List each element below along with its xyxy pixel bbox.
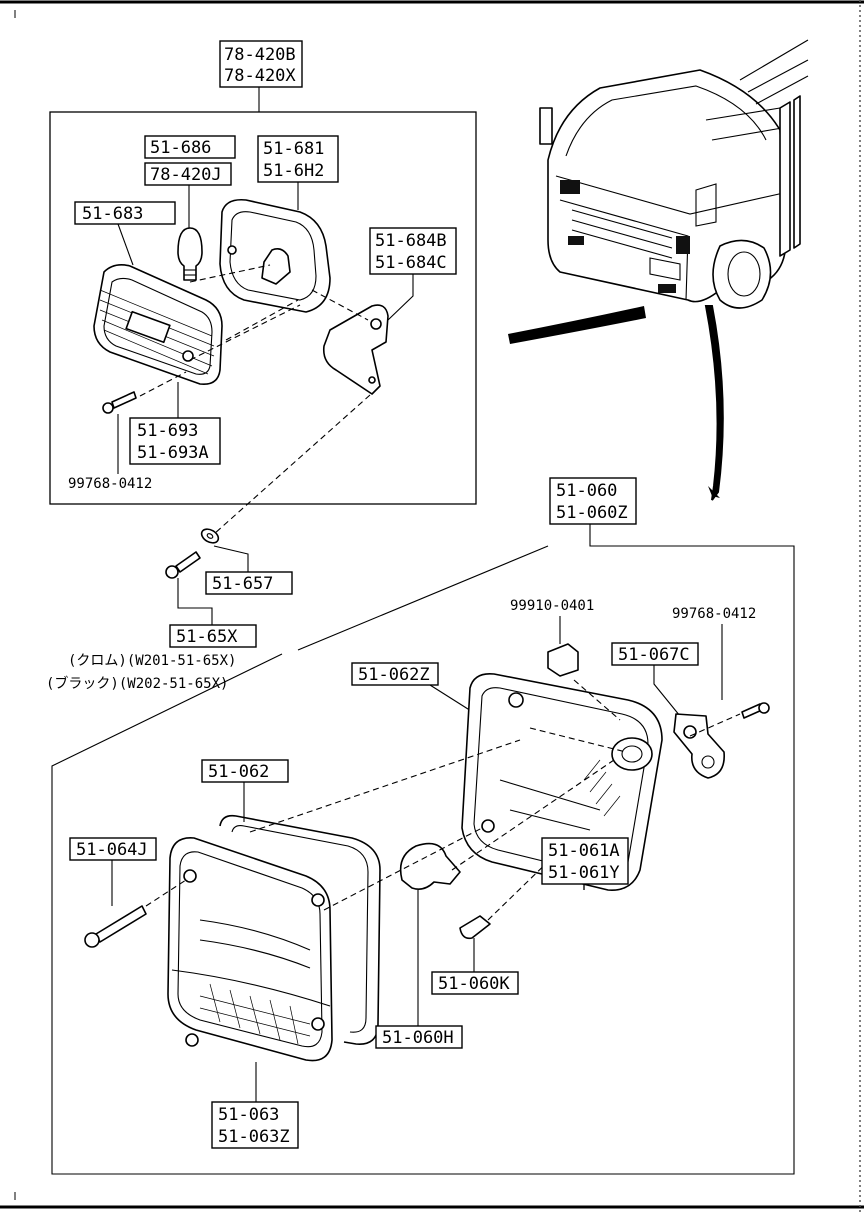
lower-screw-code: 99768-0412 [672,606,756,622]
lens-screw-code: 51-064J [76,840,148,860]
upper-screw-label: 99768-0412 [68,414,152,492]
small-bulb-label: 51-060K [431,938,519,995]
truck-illustration [508,39,809,501]
upper-assembly-frame [49,85,477,505]
lower-bracket-icon [673,713,725,779]
housing-label: 51-681 51-6H2 [257,135,339,183]
lower-lens-label: 51-063 51-063Z [211,1062,299,1149]
upper-lamp-housing [219,198,331,313]
bracket-code-2: 51-684C [375,253,447,273]
lower-clip-code: 99910-0401 [510,598,594,614]
lower-assembly-code-2: 51-060Z [556,503,628,523]
bulb-code: 51-686 [150,138,211,158]
lower-lamp-lens [167,837,333,1062]
upper-lamp-lens [93,264,223,386]
lower-bulb-label: 51-060H [375,890,463,1049]
screw-set-label: 51-65X [169,624,257,648]
lower-bracket-label: 51-067C [611,642,699,666]
upper-assembly-code-1: 78-420B [224,45,296,65]
lower-bracket-code: 51-067C [618,645,690,665]
lens-code: 51-683 [82,204,143,224]
gasket-label: 51-693 51-693A [129,382,221,465]
lower-assembly-frame [51,524,795,1175]
bulb-kit-code: 78-420J [150,165,222,185]
gasket-code-2: 51-693A [137,443,209,463]
lower-assembly-code-1: 51-060 [556,481,617,501]
grommet-code: 51-062Z [358,665,430,685]
screw-set-code: 51-65X [176,627,238,647]
lower-clip-icon [547,643,579,677]
upper-bracket [322,304,389,395]
upper-screw-code: 99768-0412 [68,476,152,492]
upper-guide-lines [139,264,371,535]
washer-code: 51-657 [212,574,273,594]
lens-screw-icon [84,905,147,948]
upper-screw-icon [102,391,137,414]
upper-bulb-icon [177,227,203,281]
lower-assembly-label: 51-060 51-060Z [549,477,637,525]
housing-code-2: 51-6H2 [263,161,324,181]
lower-gasket-code: 51-062 [208,762,269,782]
lens-screw-label: 51-064J [69,837,157,861]
lower-lens-code-2: 51-063Z [218,1127,290,1147]
lower-lens-code-1: 51-063 [218,1105,279,1125]
lower-housing-code-box-visible: 51-061A 51-061Y [541,837,629,885]
gasket-code-1: 51-693 [137,421,198,441]
bracket-code-1: 51-684B [375,231,447,251]
small-bulb-icon [459,915,491,940]
mount-screw-icon [165,551,201,579]
mount-washer-icon [200,528,220,544]
bulb-kit-label: 78-420J [144,162,232,186]
grommet-label: 51-062Z [351,662,439,686]
lens-label: 51-683 [74,201,176,225]
lower-screw-icon [741,702,770,719]
small-bulb-code: 51-060K [438,974,510,994]
lower-housing-code-1: 51-061A [548,841,620,861]
housing-code-1: 51-681 [263,139,324,159]
lower-housing-code-2: 51-061Y [548,863,620,883]
lower-bulb-code: 51-060H [382,1028,454,1048]
lower-bulb-icon [399,842,461,890]
bracket-label: 51-684B 51-684C [369,227,457,275]
upper-assembly-code-2: 78-420X [224,66,296,86]
note-black: (ブラック)(W202-51-65X) [46,675,228,692]
washer-label: 51-657 [205,571,293,595]
upper-assembly-label: 78-420B 78-420X [219,40,303,88]
note-chrome: (クロム)(W201-51-65X) [68,653,236,669]
bulb-label: 51-686 [144,135,236,159]
lower-gasket-label: 51-062 [201,759,289,783]
